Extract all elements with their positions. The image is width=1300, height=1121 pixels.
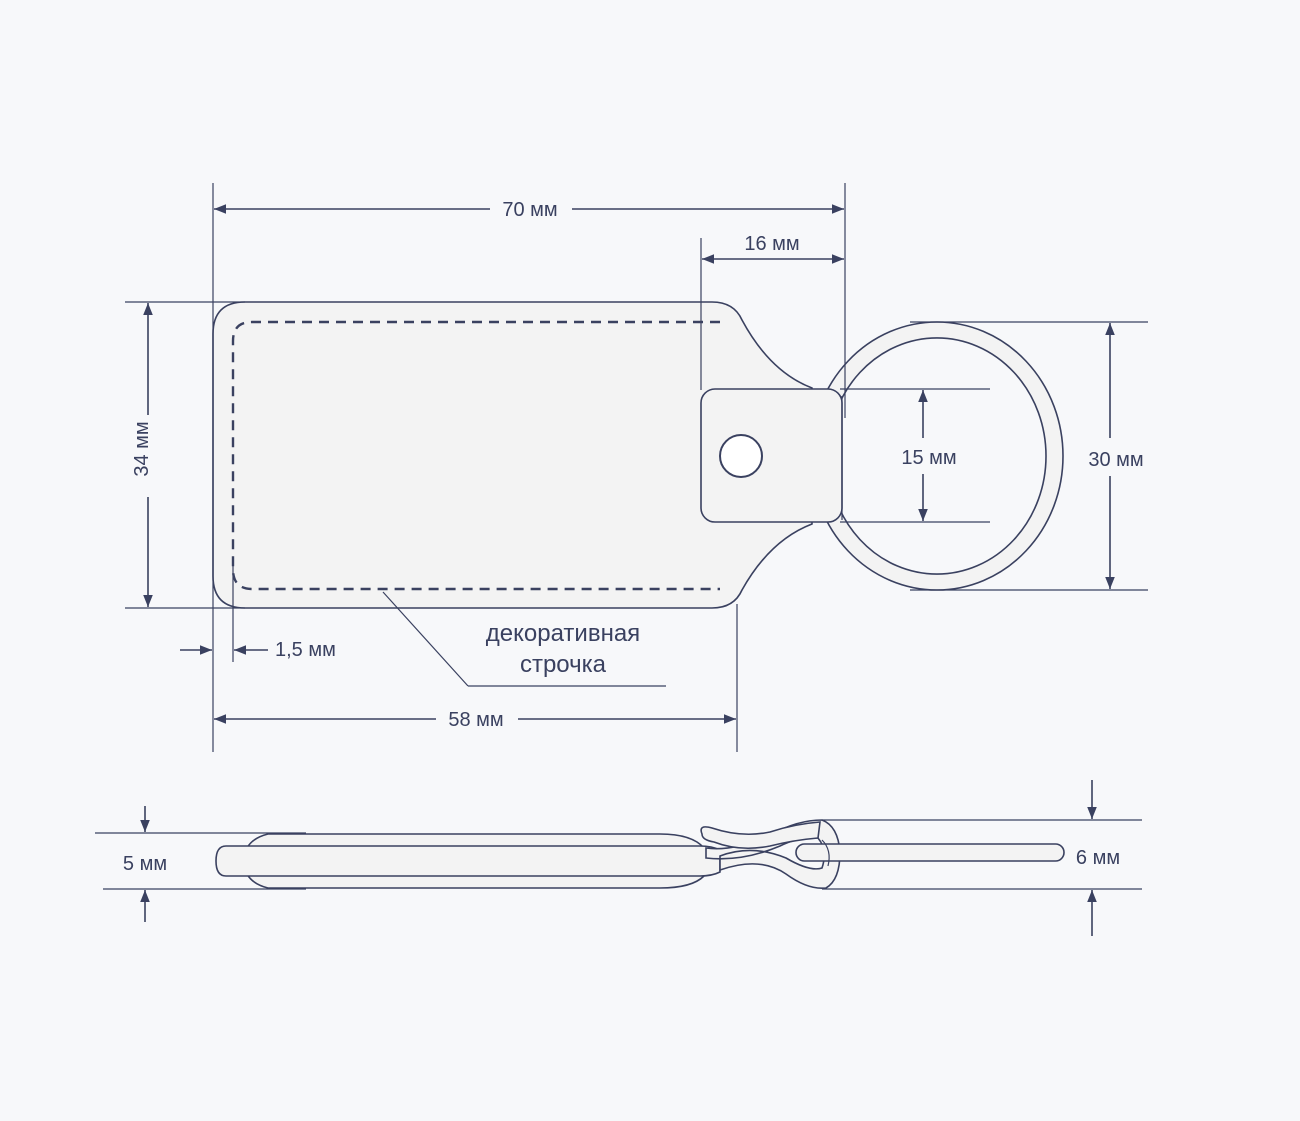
- side-tab-overlap: [821, 839, 830, 867]
- dim-5: 5 мм: [95, 806, 306, 922]
- dim-70: 70 мм: [212, 183, 846, 752]
- dim-34: 34 мм: [125, 301, 245, 609]
- side-inner-layer: [215, 845, 721, 877]
- stitch-leader: декоративная строчка: [382, 591, 666, 687]
- side-tab-upper: [700, 821, 821, 850]
- dim-label-6: 6 мм: [1076, 847, 1120, 869]
- dim-label-15: 15 мм: [901, 447, 956, 469]
- side-key-ring: [795, 843, 1065, 862]
- dim-label-30: 30 мм: [1088, 449, 1143, 471]
- dim-58: 58 мм: [214, 604, 738, 752]
- decorative-stitch: [231, 320, 720, 591]
- dim-16: 16 мм: [700, 233, 844, 390]
- key-ring: [810, 321, 1064, 591]
- stitch-label-line1: декоративная: [486, 620, 640, 647]
- dim-label-16: 16 мм: [744, 233, 799, 255]
- dim-label-5: 5 мм: [123, 853, 167, 875]
- dim-label-70: 70 мм: [502, 199, 557, 221]
- dim-label-34: 34 мм: [131, 421, 153, 476]
- dim-30: 30 мм: [910, 321, 1148, 591]
- dim-15: 15 мм: [840, 388, 990, 523]
- stitch-label-line2: строчка: [520, 651, 607, 678]
- rivet-hole: [719, 434, 763, 478]
- top-view: [212, 301, 1064, 609]
- dim-1-5: 1,5 мм: [180, 560, 336, 662]
- dim-6: 6 мм: [822, 780, 1142, 936]
- side-view: [215, 819, 1065, 890]
- dim-label-58: 58 мм: [448, 709, 503, 731]
- dim-label-1-5: 1,5 мм: [275, 639, 336, 661]
